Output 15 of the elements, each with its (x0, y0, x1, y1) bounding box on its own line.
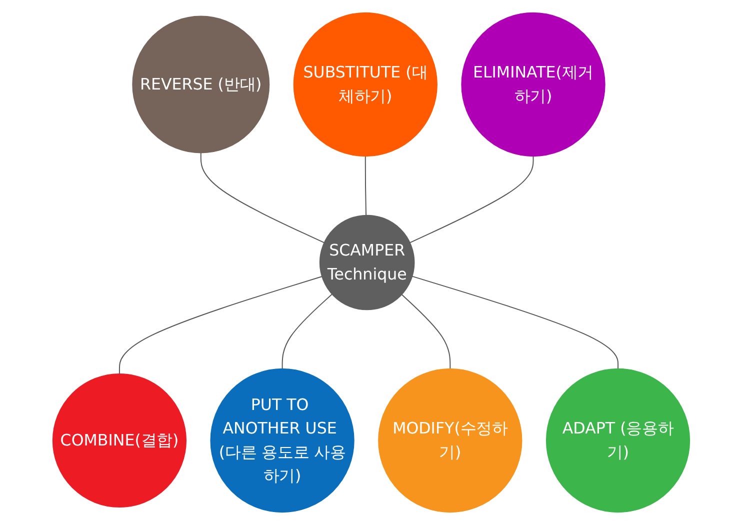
connector (119, 276, 323, 374)
connector (401, 294, 451, 370)
node-circle: COMBINE(결합) (52, 373, 187, 508)
connector (410, 156, 534, 244)
node-circle: ELIMINATE(제거하기) (461, 12, 606, 157)
node-circle: ADAPT (응용하기) (546, 368, 690, 513)
node-circle: SCAMPER Technique (320, 214, 415, 310)
connector (200, 152, 325, 244)
node-circle: SUBSTITUTE (대체하기) (294, 12, 438, 157)
node-circle: PUT TO ANOTHER USE (다른 용도로 사용하기) (210, 368, 355, 513)
connector (365, 156, 367, 216)
connector (412, 276, 619, 370)
node-circle: MODIFY(수정하기) (378, 368, 522, 513)
node-circle: REVERSE (반대) (132, 16, 270, 154)
connector (282, 294, 333, 370)
